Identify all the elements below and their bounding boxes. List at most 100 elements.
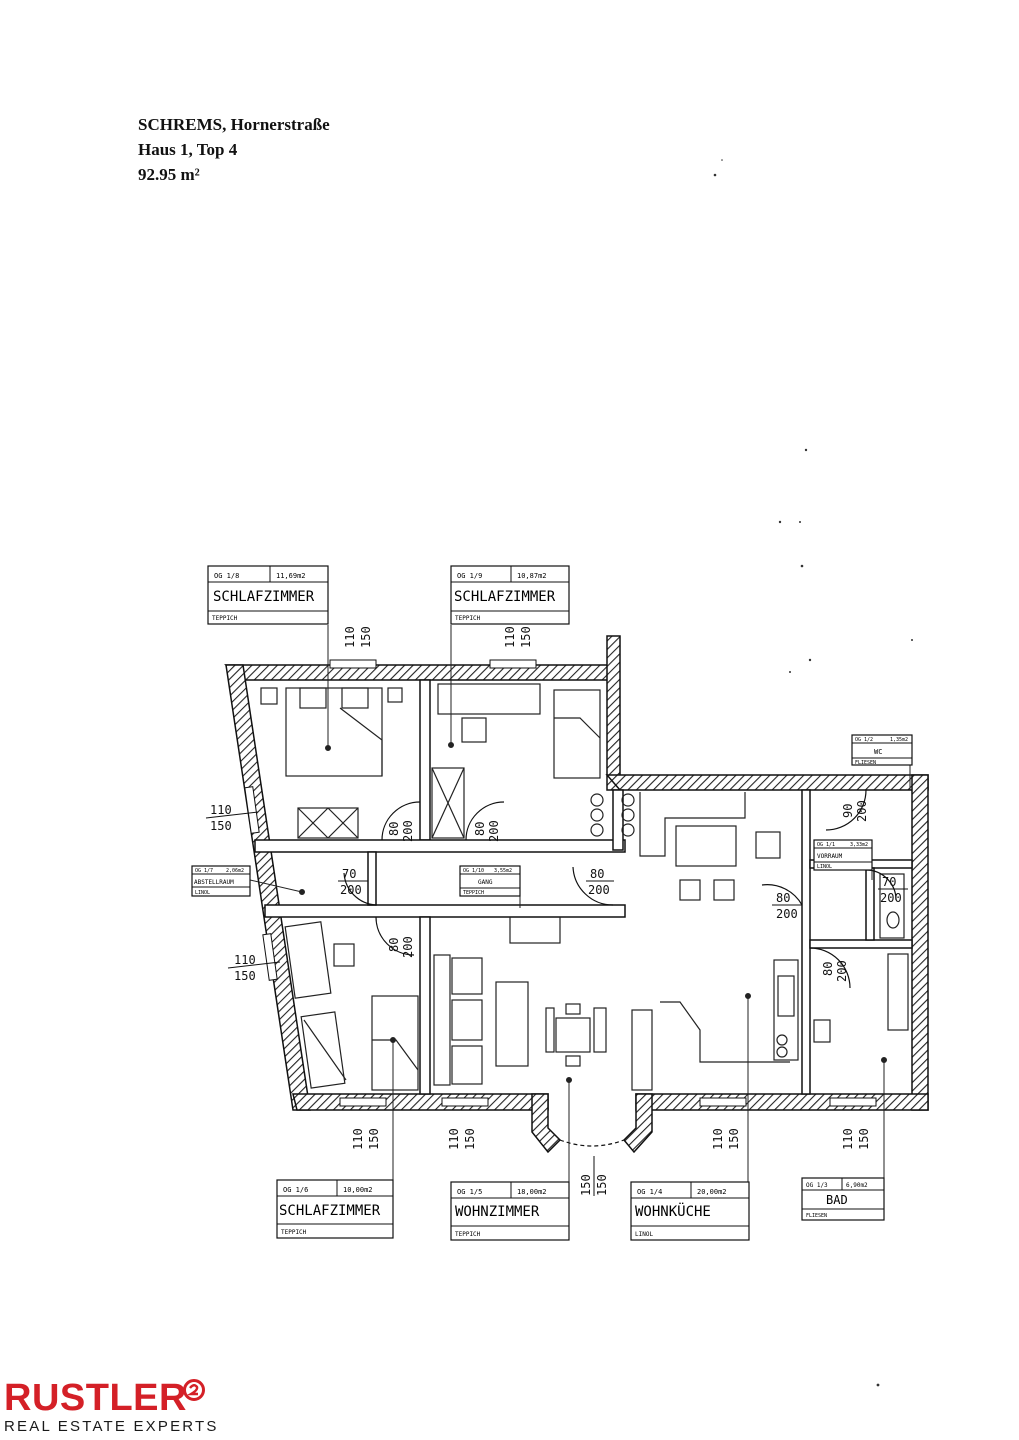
dimensions: 110 150 110 150 110 150 110 150 80 200 8… <box>205 626 908 1196</box>
room-area: 3,33m2 <box>850 842 868 848</box>
svg-text:150: 150 <box>857 1128 871 1150</box>
windows <box>244 659 877 1107</box>
svg-text:110: 110 <box>447 1128 461 1150</box>
room-schlafzimmer-1-label: OG 1/8 11,69m2 SCHLAFZIMMER TEPPICH <box>207 565 329 625</box>
room-floor: FLIESEN <box>855 760 876 766</box>
room-code: OG 1/8 <box>214 572 239 580</box>
room-bad-label: OG 1/3 6,90m2 BAD FLIESEN <box>801 1177 885 1221</box>
svg-text:150: 150 <box>519 626 533 648</box>
leader-lines <box>249 625 911 1182</box>
room-name: VORRAUM <box>817 853 843 860</box>
room-name: WC <box>874 748 882 756</box>
svg-text:80: 80 <box>590 867 604 881</box>
room-name: ABSTELLRAUM <box>194 879 234 886</box>
brand-tagline: REAL ESTATE EXPERTS <box>4 1418 219 1435</box>
room-area: 20,00m2 <box>697 1188 727 1196</box>
svg-text:150: 150 <box>463 1128 477 1150</box>
room-area: 6,90m2 <box>846 1182 868 1189</box>
room-vorraum-label: OG 1/1 3,33m2 VORRAUM LINOL <box>813 839 873 871</box>
room-name: GANG <box>478 879 493 886</box>
room-abstellraum-label: OG 1/7 2,06m2 ABSTELLRAUM LINOL <box>191 865 251 897</box>
svg-text:80: 80 <box>821 962 835 976</box>
svg-text:200: 200 <box>487 820 501 842</box>
room-schlafzimmer-3-label: OG 1/6 10,00m2 SCHLAFZIMMER TEPPICH <box>276 1179 394 1239</box>
svg-text:90: 90 <box>841 804 855 818</box>
svg-text:110: 110 <box>841 1128 855 1150</box>
room-name: SCHLAFZIMMER <box>279 1203 381 1219</box>
room-floor: TEPPICH <box>455 1231 481 1238</box>
furniture <box>260 683 909 1091</box>
exterior-walls <box>224 635 929 1154</box>
brand-name: RUSTLER <box>4 1377 187 1419</box>
room-code: OG 1/7 <box>195 868 213 874</box>
room-floor: TEPPICH <box>212 615 238 622</box>
svg-text:150: 150 <box>367 1128 381 1150</box>
area-line: 92.95 m² <box>138 165 200 184</box>
brand-circle-icon <box>183 1379 205 1401</box>
room-area: 18,00m2 <box>517 1188 547 1196</box>
room-floor: LINOL <box>195 890 210 896</box>
room-area: 10,87m2 <box>517 572 547 580</box>
scan-specks <box>713 159 913 1387</box>
svg-text:200: 200 <box>401 820 415 842</box>
room-schlafzimmer-2-label: OG 1/9 10,87m2 SCHLAFZIMMER TEPPICH <box>450 565 570 625</box>
svg-text:200: 200 <box>880 891 902 905</box>
svg-text:200: 200 <box>340 883 362 897</box>
room-area: 2,06m2 <box>226 868 244 874</box>
unit-line: Haus 1, Top 4 <box>138 140 238 159</box>
room-wohnzimmer-label: OG 1/5 18,00m2 WOHNZIMMER TEPPICH <box>450 1181 570 1241</box>
room-area: 3,55m2 <box>494 868 512 874</box>
svg-text:110: 110 <box>210 803 232 817</box>
svg-text:150: 150 <box>727 1128 741 1150</box>
brand-logo: RUSTLER REAL ESTATE EXPERTS <box>4 1378 219 1435</box>
room-name: SCHLAFZIMMER <box>213 589 315 605</box>
svg-text:200: 200 <box>855 800 869 822</box>
room-name: BAD <box>826 1193 848 1207</box>
svg-text:150: 150 <box>234 969 256 983</box>
room-area: 1,35m2 <box>890 737 908 743</box>
room-name: WOHNKÜCHE <box>635 1202 711 1220</box>
svg-text:200: 200 <box>401 936 415 958</box>
room-code: OG 1/4 <box>637 1188 662 1196</box>
svg-text:80: 80 <box>387 822 401 836</box>
svg-text:80: 80 <box>776 891 790 905</box>
room-floor: TEPPICH <box>455 615 481 622</box>
room-code: OG 1/1 <box>817 842 835 848</box>
svg-text:110: 110 <box>343 626 357 648</box>
svg-text:150: 150 <box>579 1174 593 1196</box>
room-code: OG 1/6 <box>283 1186 308 1194</box>
svg-text:200: 200 <box>588 883 610 897</box>
svg-text:150: 150 <box>595 1174 609 1196</box>
room-area: 10,00m2 <box>343 1186 373 1194</box>
svg-text:200: 200 <box>776 907 798 921</box>
room-wohnkueche-label: OG 1/4 20,00m2 WOHNKÜCHE LINOL <box>630 1181 750 1241</box>
room-code: OG 1/10 <box>463 868 484 874</box>
room-floor: LINOL <box>817 864 832 870</box>
room-code: OG 1/5 <box>457 1188 482 1196</box>
svg-text:110: 110 <box>711 1128 725 1150</box>
room-code: OG 1/9 <box>457 572 482 580</box>
address-line: SCHREMS, Hornerstraße <box>138 115 330 134</box>
room-floor: TEPPICH <box>463 890 484 896</box>
svg-text:150: 150 <box>210 819 232 833</box>
room-floor: LINOL <box>635 1231 653 1238</box>
room-floor: TEPPICH <box>281 1229 307 1236</box>
svg-text:70: 70 <box>342 867 356 881</box>
svg-text:80: 80 <box>387 938 401 952</box>
room-name: SCHLAFZIMMER <box>454 589 556 605</box>
svg-text:70: 70 <box>882 875 896 889</box>
svg-text:150: 150 <box>359 626 373 648</box>
room-name: WOHNZIMMER <box>455 1204 540 1220</box>
room-floor: FLIESEN <box>806 1213 827 1219</box>
room-wc-label: OG 1/2 1,35m2 WC FLIESEN <box>851 734 913 766</box>
room-code: OG 1/2 <box>855 737 873 743</box>
interior-walls <box>254 679 913 1095</box>
svg-text:80: 80 <box>473 822 487 836</box>
svg-text:110: 110 <box>234 953 256 967</box>
svg-text:200: 200 <box>835 960 849 982</box>
svg-text:110: 110 <box>503 626 517 648</box>
room-code: OG 1/3 <box>806 1182 828 1189</box>
room-gang-label: OG 1/10 3,55m2 GANG TEPPICH <box>459 865 521 897</box>
plan-title-block: SCHREMS, Hornerstraße Haus 1, Top 4 92.9… <box>138 112 330 187</box>
